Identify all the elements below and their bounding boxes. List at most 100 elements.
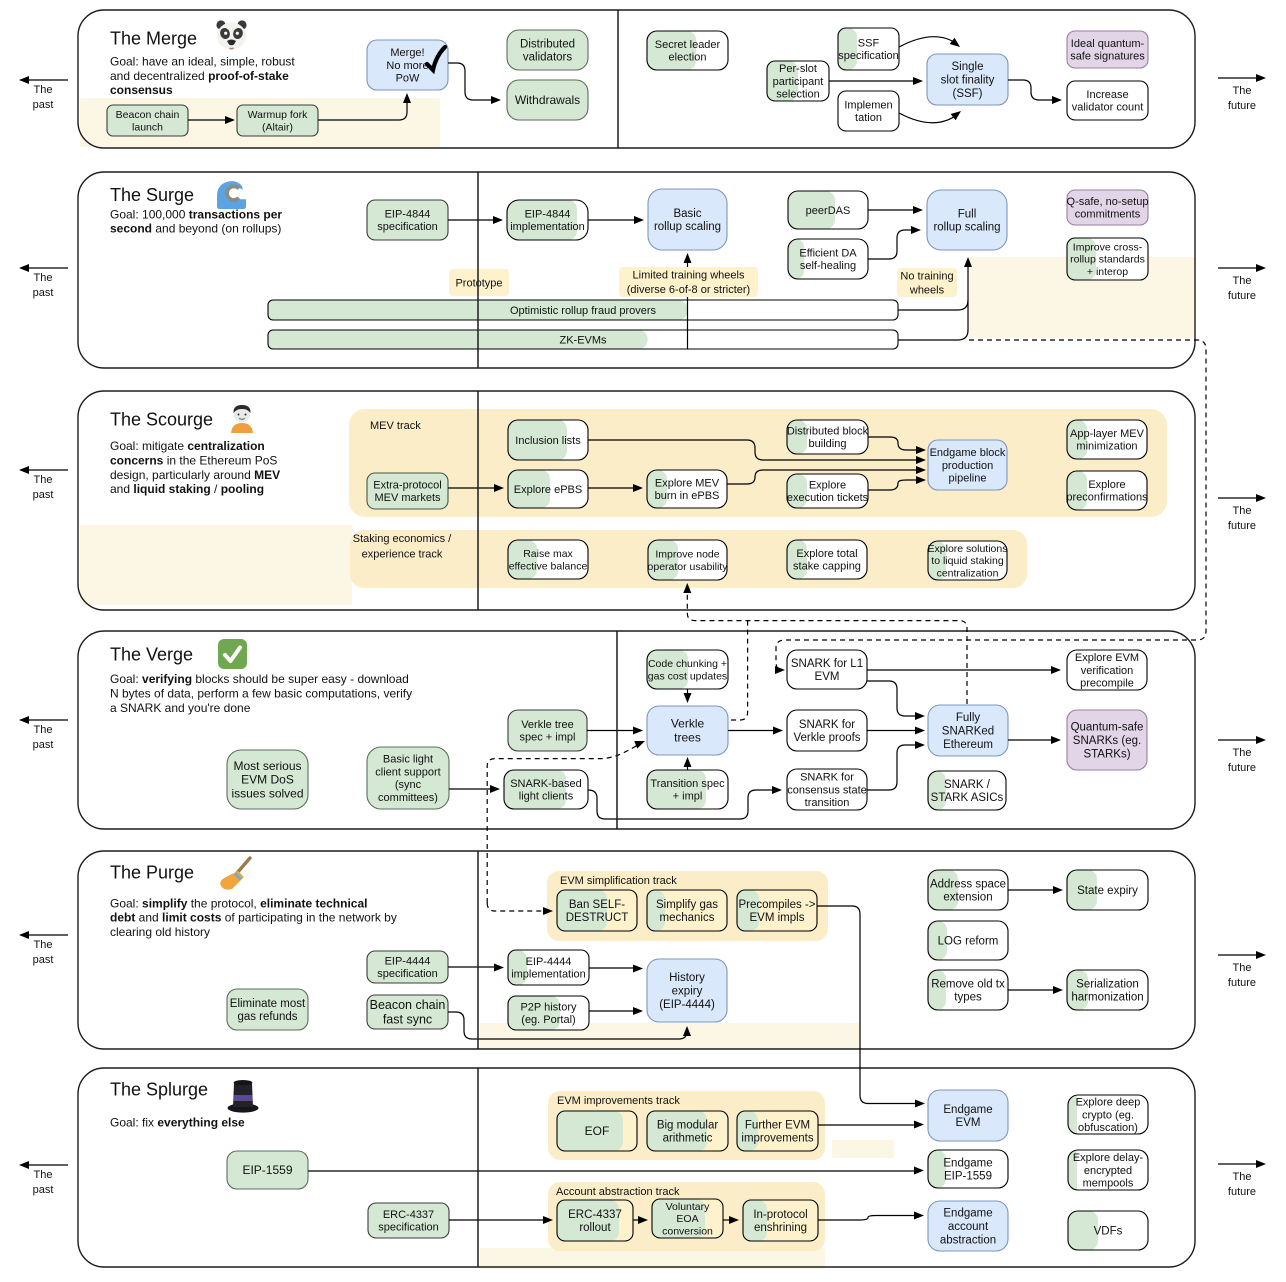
svg-text:Optimistic rollup fraud prover: Optimistic rollup fraud provers <box>510 305 657 317</box>
svg-text:Quantum-safe: Quantum-safe <box>1071 722 1144 734</box>
svg-text:Prototype: Prototype <box>455 277 502 289</box>
svg-text:execution tickets: execution tickets <box>787 492 869 504</box>
svg-text:past: past <box>33 489 54 501</box>
svg-text:Transition spec: Transition spec <box>650 778 725 790</box>
svg-text:EVM: EVM <box>815 671 840 683</box>
svg-text:verification: verification <box>1081 665 1134 677</box>
svg-text:Address space: Address space <box>930 878 1006 890</box>
svg-text:The: The <box>1233 1171 1252 1183</box>
svg-text:State expiry: State expiry <box>1077 885 1138 897</box>
svg-text:preconfirmations: preconfirmations <box>1066 492 1148 504</box>
svg-text:pipeline: pipeline <box>949 473 987 485</box>
svg-text:SNARK for: SNARK for <box>800 772 854 784</box>
svg-text:Explore: Explore <box>809 480 846 492</box>
svg-text:MEV track: MEV track <box>370 420 421 432</box>
svg-text:fast sync: fast sync <box>383 1013 432 1027</box>
svg-text:Explore ePBS: Explore ePBS <box>514 484 582 496</box>
svg-text:second and beyond (on rollups): second and beyond (on rollups) <box>110 222 281 236</box>
svg-text:Fully: Fully <box>956 712 981 724</box>
svg-text:past: past <box>33 99 54 111</box>
svg-text:Verkle proofs: Verkle proofs <box>793 732 860 744</box>
svg-text:The: The <box>34 1169 53 1181</box>
svg-text:effective balance: effective balance <box>509 560 588 572</box>
svg-text:abstraction: abstraction <box>940 1234 996 1246</box>
svg-text:validators: validators <box>523 52 572 64</box>
svg-text:participant: participant <box>773 76 824 88</box>
svg-text:transition: transition <box>805 797 850 809</box>
svg-text:wheels: wheels <box>909 284 945 296</box>
svg-text:The Purge: The Purge <box>110 863 194 883</box>
svg-text:(EIP-4444): (EIP-4444) <box>659 999 715 1011</box>
svg-text:SNARK for L1: SNARK for L1 <box>791 658 863 670</box>
svg-text:implementation: implementation <box>511 969 586 981</box>
svg-text:Precompiles ->: Precompiles -> <box>738 899 815 911</box>
svg-text:account: account <box>948 1221 989 1233</box>
svg-text:The: The <box>34 939 53 951</box>
svg-text:(diverse 6-of-8 or stricter): (diverse 6-of-8 or stricter) <box>627 284 750 296</box>
svg-text:Explore EVM: Explore EVM <box>1075 652 1139 664</box>
svg-text:Extra-protocol: Extra-protocol <box>373 480 441 492</box>
svg-text:Distributed block: Distributed block <box>787 426 869 438</box>
svg-text:ERC-4337: ERC-4337 <box>383 1209 434 1221</box>
svg-text:Beacon chain: Beacon chain <box>370 998 446 1012</box>
svg-text:concerns in the Ethereum PoS: concerns in the Ethereum PoS <box>110 453 277 467</box>
svg-text:The: The <box>34 84 53 96</box>
svg-text:experience track: experience track <box>362 549 443 561</box>
svg-text:commitments: commitments <box>1075 209 1141 221</box>
svg-text:minimization: minimization <box>1076 441 1137 453</box>
svg-text:expiry: expiry <box>672 986 703 998</box>
svg-text:P2P history: P2P history <box>520 1002 577 1014</box>
svg-text:future: future <box>1228 290 1256 302</box>
svg-text:Goal: verifying blocks should: Goal: verifying blocks should be super e… <box>110 672 409 686</box>
svg-text:validator count: validator count <box>1072 102 1144 114</box>
svg-text:Goal: simplify the protocol, e: Goal: simplify the protocol, eliminate t… <box>110 896 367 910</box>
svg-text:The: The <box>1233 275 1252 287</box>
svg-text:centralization: centralization <box>937 567 999 579</box>
svg-text:EOF: EOF <box>585 1124 610 1138</box>
svg-text:(SSF): (SSF) <box>952 88 982 100</box>
svg-text:SNARKs (eg.: SNARKs (eg. <box>1073 735 1141 747</box>
svg-text:Eliminate most: Eliminate most <box>230 998 306 1010</box>
svg-text:The: The <box>34 272 53 284</box>
svg-text:Remove old tx: Remove old tx <box>931 978 1005 990</box>
svg-text:(eg. Portal): (eg. Portal) <box>521 1014 575 1026</box>
svg-text:VDFs: VDFs <box>1094 1226 1123 1238</box>
svg-text:EVM: EVM <box>956 1117 981 1129</box>
svg-text:operator usability: operator usability <box>648 561 729 573</box>
svg-text:PoW: PoW <box>396 73 420 85</box>
svg-text:Verkle tree: Verkle tree <box>521 719 574 731</box>
svg-text:The: The <box>1233 962 1252 974</box>
svg-text:EIP-1559: EIP-1559 <box>242 1163 292 1177</box>
svg-text:Warmup fork: Warmup fork <box>248 109 308 121</box>
svg-text:clearing old history: clearing old history <box>110 925 210 939</box>
svg-text:SNARK /: SNARK / <box>944 779 991 791</box>
svg-text:Raise max: Raise max <box>523 548 573 560</box>
svg-text:consensus state: consensus state <box>787 784 867 796</box>
svg-text:debt and limit costs of partic: debt and limit costs of participating in… <box>110 911 397 925</box>
svg-text:Ideal quantum-: Ideal quantum- <box>1071 38 1145 50</box>
svg-text:stake capping: stake capping <box>793 561 861 573</box>
svg-text:Full: Full <box>958 208 977 220</box>
svg-text:No more: No more <box>386 60 428 72</box>
svg-text:The: The <box>1233 85 1252 97</box>
svg-text:arithmetic: arithmetic <box>663 1133 713 1145</box>
svg-text:Goal: have an ideal, simple, r: Goal: have an ideal, simple, robust <box>110 55 295 69</box>
svg-text:rollout: rollout <box>579 1222 611 1234</box>
svg-text:Per-slot: Per-slot <box>779 63 817 75</box>
svg-text:extension: extension <box>943 892 992 904</box>
svg-text:EVM improvements track: EVM improvements track <box>557 1095 680 1107</box>
svg-text:DESTRUCT: DESTRUCT <box>566 912 629 924</box>
svg-text:mempools: mempools <box>1083 1178 1134 1190</box>
svg-text:Simplify gas: Simplify gas <box>656 899 718 911</box>
svg-text:Limited training wheels: Limited training wheels <box>633 270 745 282</box>
svg-text:production: production <box>942 460 993 472</box>
svg-text:Basic: Basic <box>673 208 701 220</box>
svg-text:Implemen: Implemen <box>844 100 892 112</box>
svg-text:peerDAS: peerDAS <box>806 205 851 217</box>
svg-text:Q-safe, no-setup: Q-safe, no-setup <box>1067 196 1149 208</box>
svg-text:future: future <box>1228 100 1256 112</box>
svg-text:Explore deep: Explore deep <box>1076 1097 1141 1109</box>
svg-text:future: future <box>1228 977 1256 989</box>
svg-text:gas cost updates: gas cost updates <box>648 670 727 682</box>
svg-text:No training: No training <box>900 270 953 282</box>
